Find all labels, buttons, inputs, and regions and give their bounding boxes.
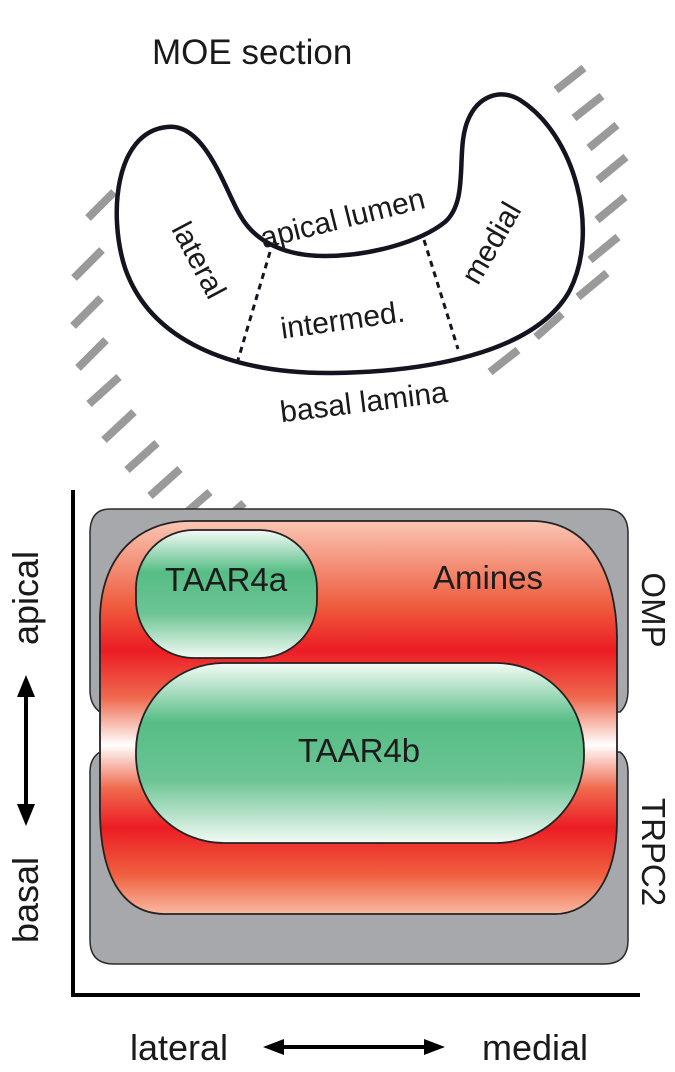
hatch-mark — [587, 233, 621, 264]
moe-section-panel: MOE section a — [70, 33, 629, 533]
intermediate-medial-divider — [422, 239, 460, 350]
region-label-lateral: lateral — [165, 217, 233, 305]
hatch-mark — [586, 121, 620, 152]
hatch-mark — [86, 374, 122, 407]
hatch-mark — [595, 153, 629, 184]
medial-axis-label: medial — [482, 1027, 588, 1068]
hatch-mark — [147, 466, 183, 499]
taar4a-label: TAAR4a — [165, 561, 288, 598]
lateral-axis-label: lateral — [130, 1027, 228, 1068]
taar4b-label: TAAR4b — [298, 732, 420, 769]
lateral-intermediate-divider — [236, 251, 272, 361]
moe-outline — [114, 92, 586, 376]
hatch-mark — [487, 346, 521, 376]
hatch-mark — [571, 92, 605, 122]
hatch-mark — [124, 440, 160, 473]
hatch-mark — [575, 269, 610, 301]
taar4a-zone — [135, 529, 318, 659]
amines-label: Amines — [433, 559, 543, 596]
omp-label: OMP — [635, 572, 672, 647]
trpc2-label: TRPC2 — [635, 798, 672, 906]
hatch-mark — [533, 311, 565, 340]
hatch-mark — [553, 64, 587, 94]
region-label-intermediate: intermed. — [278, 296, 406, 346]
panel-title: MOE section — [152, 33, 352, 72]
hatch-mark — [75, 337, 109, 371]
hatch-mark — [594, 193, 628, 224]
hatch-marks — [70, 64, 629, 533]
hatch-mark — [85, 189, 117, 221]
hatch-mark — [101, 409, 137, 443]
taar4b-zone — [135, 662, 585, 844]
region-label-medial: medial — [455, 197, 528, 290]
zonal-schematic-panel: TAAR4a Amines TAAR4b OMP TRPC2 apical ba… — [5, 490, 672, 1068]
lateral-medial-arrow-icon — [263, 1039, 445, 1055]
apical-basal-arrow-icon — [17, 675, 35, 826]
apical-axis-label: apical — [5, 551, 46, 645]
region-label-basal-lamina: basal lamina — [278, 376, 450, 429]
hatch-mark — [70, 295, 104, 329]
hatch-mark — [71, 247, 105, 281]
basal-axis-label: basal — [5, 857, 46, 943]
